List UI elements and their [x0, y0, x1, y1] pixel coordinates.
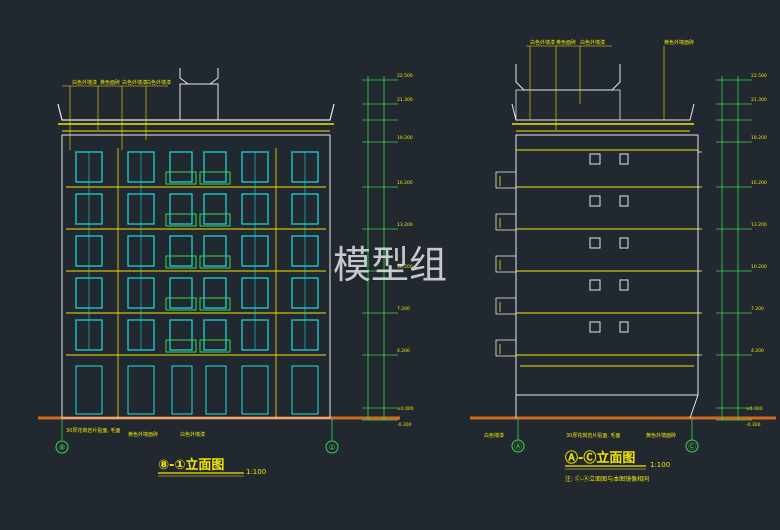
elevation-label: 21.300 [397, 97, 413, 103]
callout-top: 白色外墙漆 [146, 79, 171, 86]
elevation-label: 19.200 [751, 135, 767, 141]
elevation-label: 10.200 [751, 264, 767, 270]
callout-top: 白色外墙漆 [530, 39, 555, 46]
building-body [515, 134, 699, 396]
elevation-label: 19.200 [397, 135, 413, 141]
callout-top: 黄色面砖 [100, 79, 120, 86]
axis-bubble-left [511, 439, 525, 453]
callout-bottom: 30厚花岗岩片贴面, 毛面 [66, 427, 121, 434]
elevation-label: 4.200 [397, 348, 410, 354]
floor-bands [516, 149, 698, 367]
callout-leaders-top [526, 45, 665, 130]
elevation-label: 21.300 [751, 97, 767, 103]
axis-bubble-right [685, 439, 699, 453]
elevation-label: -0.300 [746, 422, 761, 428]
side-windows [589, 153, 629, 333]
callout-top: 白色外墙漆 [122, 79, 147, 86]
window-mullions [88, 152, 306, 350]
elevation-label: 22.500 [397, 73, 413, 79]
roof-parapet [511, 103, 695, 121]
elevation-label: ±0.000 [397, 406, 414, 412]
elevation-label: 16.200 [751, 180, 767, 186]
elevation-labels: 22.500 21.300 19.200 16.200 13.200 10.20… [397, 73, 414, 428]
axis-label-left: Ⓐ [514, 442, 522, 451]
callout-top: 白色外墙漆 [580, 39, 605, 46]
elevation-label: 13.200 [397, 222, 413, 228]
right-view-title: Ⓐ-Ⓒ立面图 [565, 450, 635, 466]
elevation-label: 4.200 [751, 348, 764, 354]
right-view-scale: 1:100 [650, 461, 670, 469]
callout-top: 黄色面砖 [556, 39, 576, 46]
callout-bottom: 白色墙漆 [484, 432, 504, 439]
callout-top: 黄色外墙面砖 [664, 39, 694, 46]
axis-label-left: ⑧ [58, 443, 65, 452]
callout-top: 白色外墙漆 [72, 79, 97, 86]
axis-label-right: ① [328, 443, 335, 452]
right-view-note: 注: Ⓒ-Ⓐ立面图与本图镜像相同 [565, 475, 649, 483]
elevation-labels: 22.500 21.300 19.200 16.200 13.200 10.20… [746, 73, 767, 428]
building-body [61, 134, 331, 419]
elevation-label: 7.200 [751, 306, 764, 312]
floor-bands [66, 186, 326, 356]
left-view-title: ⑧-①立面图 [158, 457, 224, 473]
callout-bottom: 白色外墙漆 [180, 431, 205, 438]
stair-tower-roof [515, 64, 621, 91]
left-elevation: ⑧ ① 白色外墙漆 黄色面砖 白色外墙漆 白色外墙漆 30厚花岗岩片贴面, 毛面… [38, 68, 414, 477]
roof-parapet [57, 103, 335, 121]
dimension-column [716, 76, 752, 421]
window-grid [75, 151, 319, 351]
callout-bottom: 黄色外墙面砖 [128, 431, 158, 438]
callout-bottom: 黄色外墙面砖 [646, 432, 676, 439]
axis-bubble-right [325, 440, 339, 454]
stair-tower [515, 89, 621, 121]
elevation-label: 16.200 [397, 180, 413, 186]
callout-bottom: 30厚花岗岩片贴面, 毛面 [566, 432, 621, 439]
right-elevation: Ⓐ Ⓒ 白色外墙漆 黄色面砖 白色外墙漆 黄色外墙面砖 白色墙漆 30厚花岗岩片… [470, 39, 776, 483]
elevation-label: 22.500 [751, 73, 767, 79]
ground-floor-openings [75, 365, 319, 415]
elevation-label: 10.200 [397, 264, 413, 270]
elevation-label: -0.300 [397, 422, 412, 428]
callout-leaders-top [62, 85, 168, 150]
axis-bubble-left [55, 440, 69, 454]
elevation-label: 13.200 [751, 222, 767, 228]
side-balconies [495, 171, 517, 357]
stair-tower [179, 83, 219, 121]
balconies [165, 171, 231, 353]
watermark-text: 模型组 [333, 243, 447, 287]
axis-label-right: Ⓒ [688, 442, 696, 451]
dimension-column [362, 76, 398, 421]
elevation-label: ±0.000 [746, 406, 763, 412]
elevation-label: 7.200 [397, 306, 410, 312]
left-view-scale: 1:100 [246, 468, 266, 476]
stair-tower-roof [179, 68, 219, 85]
